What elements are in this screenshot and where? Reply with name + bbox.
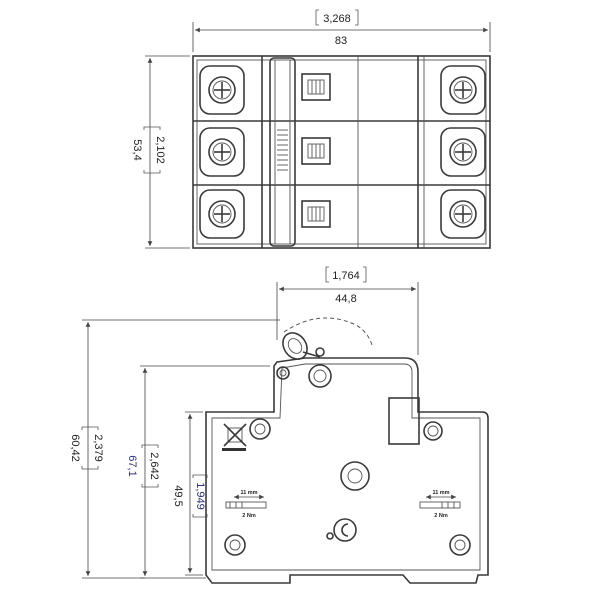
torque-right: 2 Nm [434,513,448,519]
dimension-top-width: 3,268 83 [192,9,491,52]
lever [282,317,373,360]
indicator-window-2 [301,137,331,165]
strip-length-right: 11 mm [432,490,449,496]
certification-mark-icon [333,518,357,542]
terminal-screw-left-3 [199,189,245,239]
mounting-hole-bottom-right [449,534,471,556]
mounting-hole-bottom-left [224,534,246,556]
wire-strip-label-right: 11 mm 2 Nm [419,490,461,519]
strip-length-left: 11 mm [240,490,257,496]
lever-offset-mm: 44,8 [335,293,356,305]
body-height-inch: 2,642 [148,452,160,480]
torque-left: 2 Nm [242,513,256,519]
dimension-total-height: 2,379 60,42 [69,319,280,579]
terminal-screw-left-1 [199,65,245,115]
top-body-outline [192,55,491,249]
disposal-icon [222,423,247,451]
total-height-mm: 60,42 [69,434,81,462]
top-width-mm: 83 [335,35,347,47]
dimension-body-height: 2,642 67,1 [126,365,270,579]
terminal-screw-left-2 [199,127,245,177]
wire-strip-label-left: 11 mm 2 Nm [225,490,267,519]
mounting-hole-bottom-center [326,532,334,540]
mounting-hole-mid-left [249,418,271,440]
top-view: 3,268 83 2,102 53,4 [131,9,491,249]
dimension-lever-offset: 1,764 44,8 [276,266,419,355]
side-inner-panel [388,397,420,445]
indicator-window-1 [301,73,331,101]
rail-height-mm: 49,5 [172,485,184,506]
lever-offset-inch: 1,764 [332,270,360,282]
handle-bar [269,57,296,247]
terminal-screw-right-1 [440,65,486,115]
dimension-top-height: 2,102 53,4 [131,55,190,249]
total-height-inch: 2,379 [92,434,104,462]
top-height-mm: 53,4 [131,139,143,160]
side-body-outline [205,357,489,584]
terminal-screw-right-2 [440,127,486,177]
terminal-screw-right-3 [440,189,486,239]
center-hole [340,461,370,491]
mounting-hole-top-left [276,366,290,380]
dimension-rail-height: 1,949 49,5 [172,411,208,576]
indicator-window-3 [301,200,331,228]
rail-height-inch: 1,949 [194,482,206,510]
mounting-hole-top-center [308,364,332,388]
top-height-inch: 2,102 [154,136,166,164]
top-width-inch: 3,268 [323,13,351,25]
side-view: 11 mm 2 Nm 11 mm 2 Nm 1,764 44,8 [69,266,489,584]
mounting-hole-mid-right [423,421,443,441]
body-height-mm: 67,1 [126,455,138,476]
